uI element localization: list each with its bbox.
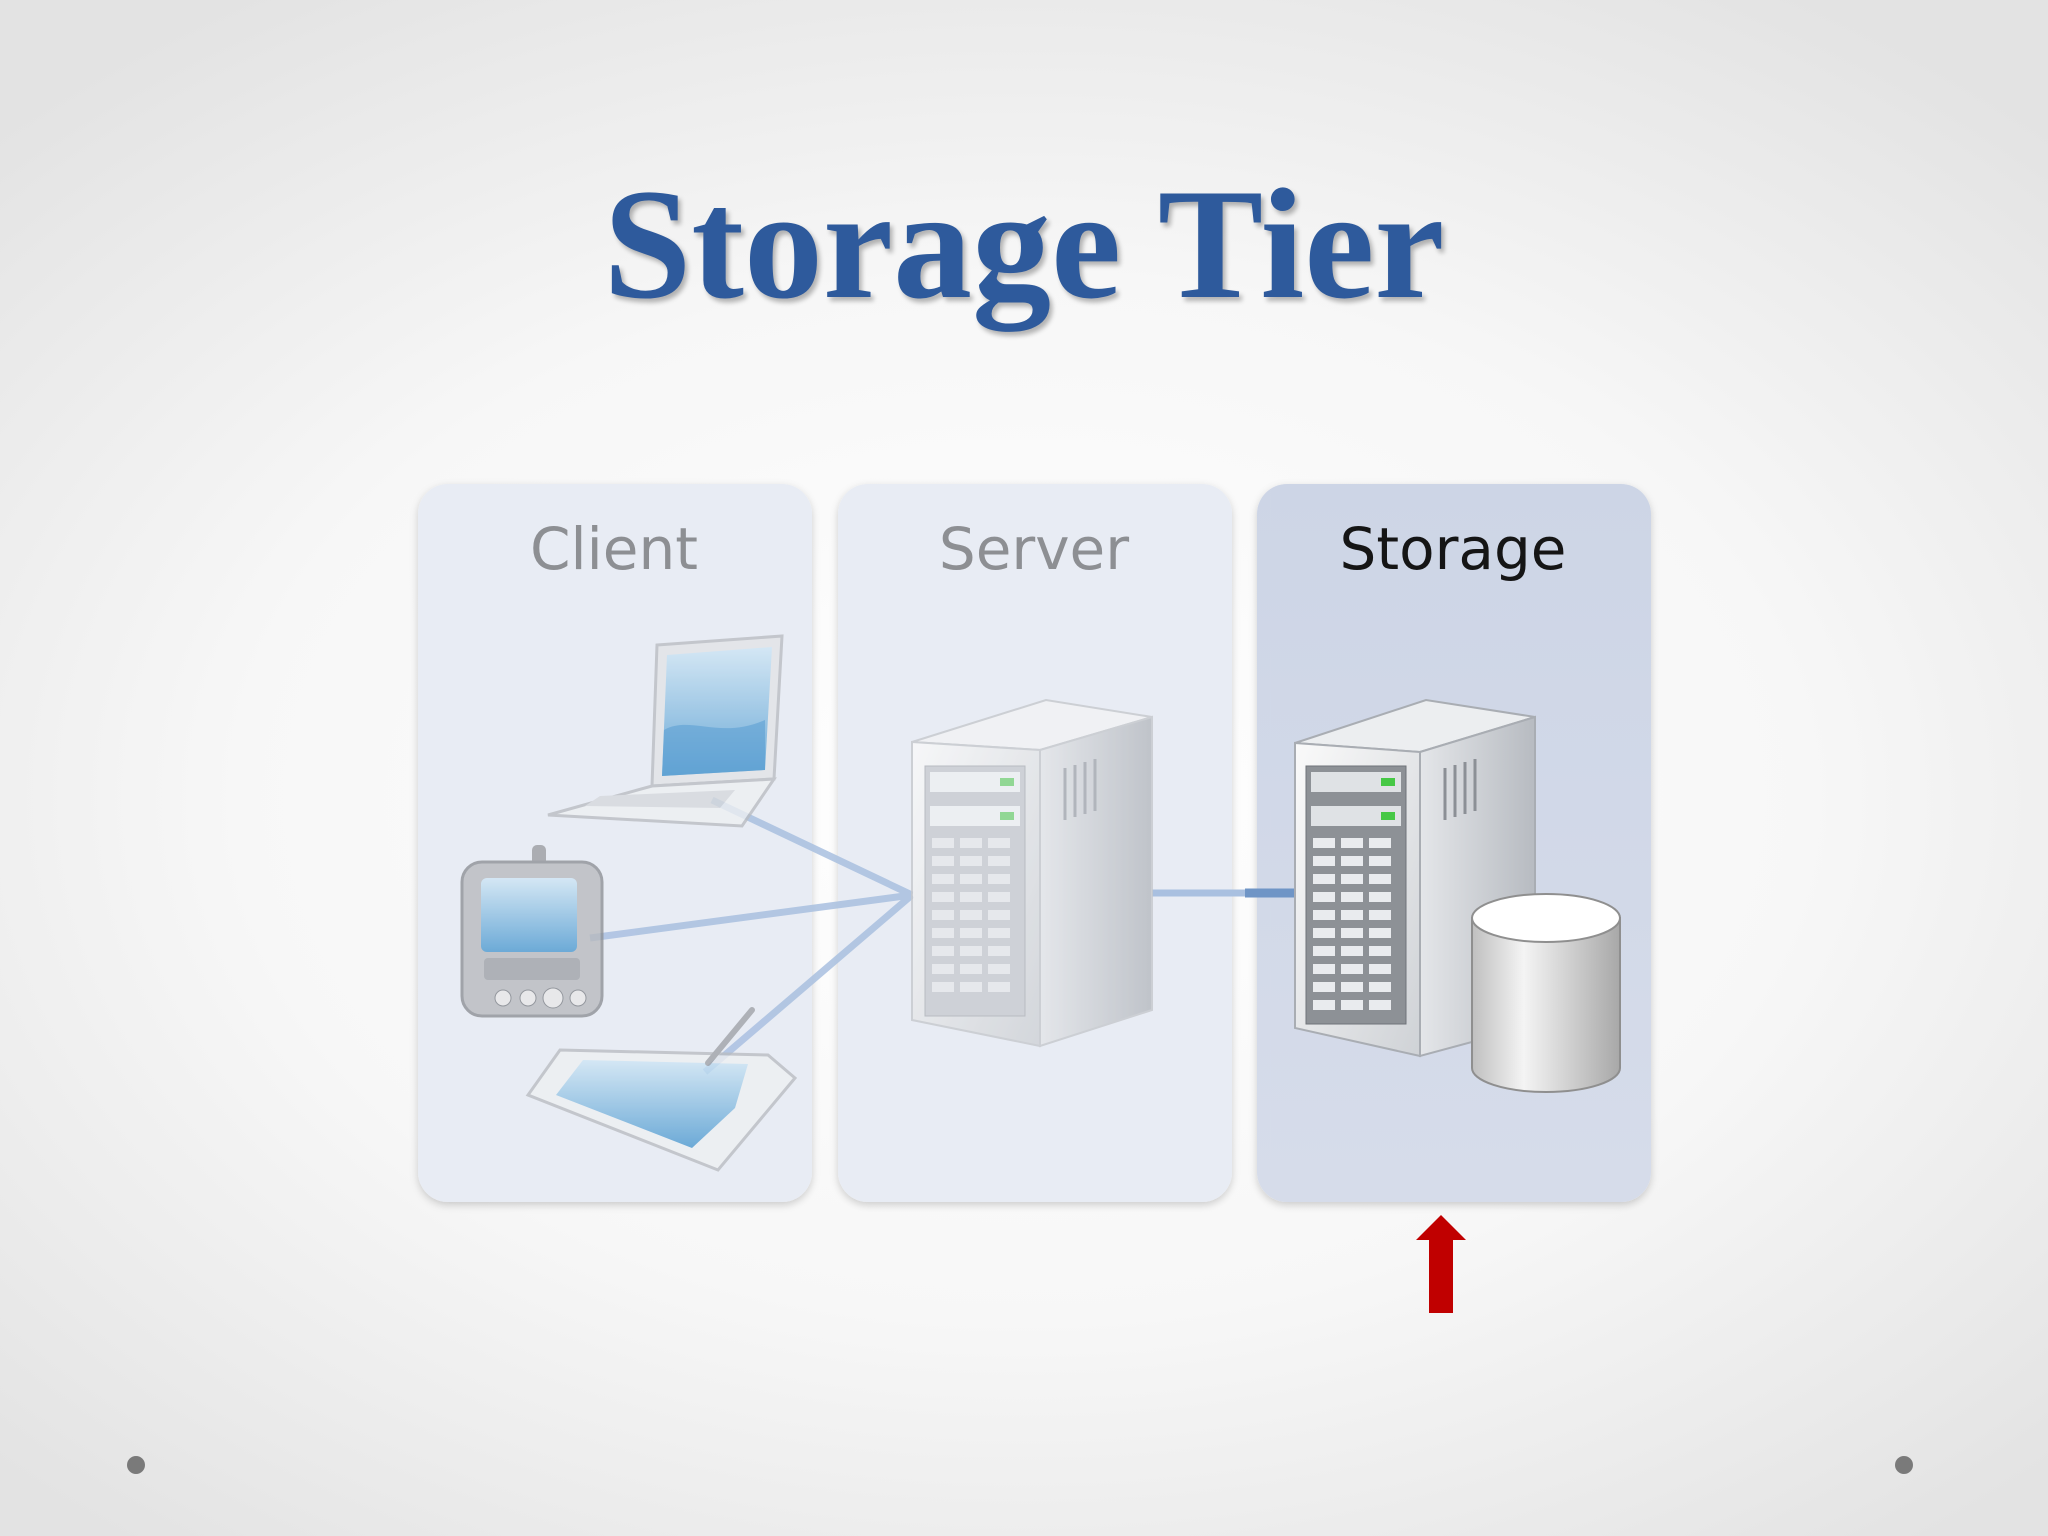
database-cylinder-icon xyxy=(1471,893,1621,1093)
slide-title: Storage Tier xyxy=(603,157,1445,332)
storage-server-icon xyxy=(1294,698,1536,1058)
tier-label-storage: Storage xyxy=(1339,515,1567,583)
pda-icon xyxy=(460,845,604,1018)
slide-corner-dot-left xyxy=(127,1456,145,1474)
tier-label-server: Server xyxy=(938,515,1130,583)
slide-corner-dot-right xyxy=(1895,1456,1913,1474)
up-arrow-icon xyxy=(1416,1215,1466,1313)
tier-label-client: Client xyxy=(530,515,698,583)
tablet-icon xyxy=(525,1007,798,1172)
laptop-icon xyxy=(547,634,784,828)
server-tower-icon xyxy=(911,698,1153,1048)
